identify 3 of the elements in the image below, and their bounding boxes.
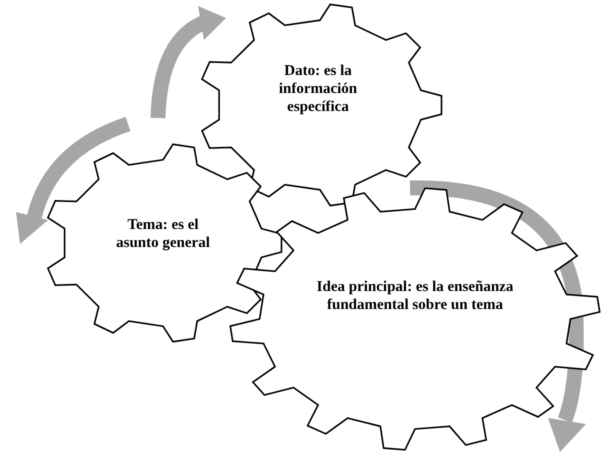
gear-label: Tema: es el asunto general <box>115 216 211 252</box>
gear-label: Dato: es la información específica <box>278 62 358 116</box>
gear-label: Idea principal: es la enseñanza fundamental sobre un tema <box>316 278 514 314</box>
